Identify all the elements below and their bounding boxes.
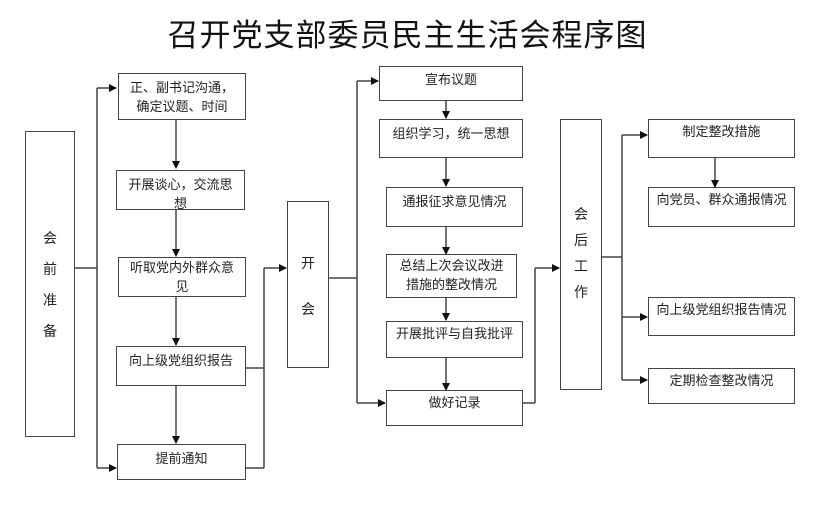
meeting-step-2[interactable]: 组织学习，统一思想 [379, 119, 523, 158]
meeting-step-5-text: 开展批评与自我批评 [395, 327, 513, 342]
meeting-step-3[interactable]: 通报征求意见情况 [386, 187, 523, 227]
after-step-1[interactable]: 制定整改措施 [648, 119, 795, 158]
before-step-5[interactable]: 提前通知 [117, 444, 246, 480]
diagram-title: 召开党支部委员民主生活会程序图 [167, 18, 648, 54]
stage-before-char: 准 [43, 293, 57, 309]
before-step-4[interactable]: 向上级党组织报告 [116, 346, 246, 386]
after-step-4-text: 定期检查整改情况 [669, 374, 774, 389]
stage-after-char: 工 [574, 259, 588, 275]
stage-before-char: 会 [43, 231, 57, 247]
stage-before-char: 备 [43, 324, 57, 340]
before-step-2[interactable]: 开展谈心，交流思想 [116, 170, 245, 212]
stage-meeting-label: 开 会 [288, 250, 328, 325]
stage-meeting-char: 开 [301, 256, 315, 272]
after-step-2[interactable]: 向党员、群众通报情况 [648, 187, 795, 227]
after-step-3-text: 向上级党组织报告情况 [656, 303, 787, 318]
stage-before-label: 会 前 准 备 [26, 224, 74, 348]
before-step-3[interactable]: 听取党内外群众意见 [118, 257, 246, 297]
before-step-1-text: 正、副书记沟通，确定议题、时间 [129, 81, 234, 115]
meeting-step-4-text: 总结上次会议改进措施的整改情况 [399, 259, 504, 293]
meeting-step-6[interactable]: 做好记录 [386, 390, 523, 426]
after-step-3[interactable]: 向上级党组织报告情况 [648, 297, 795, 336]
after-step-4[interactable]: 定期检查整改情况 [648, 368, 795, 404]
before-step-2-text: 开展谈心，交流思想 [128, 178, 233, 212]
stage-after-char: 作 [574, 285, 588, 301]
before-step-5-text: 提前通知 [155, 452, 208, 467]
stage-after-box: 会 后 工 作 [560, 119, 602, 390]
meeting-step-1[interactable]: 宣布议题 [379, 66, 523, 101]
stage-meeting-char: 会 [301, 302, 315, 318]
stage-meeting-box: 开 会 [287, 201, 329, 368]
stage-after-char: 后 [574, 233, 588, 249]
stage-before-box: 会 前 准 备 [25, 131, 75, 437]
stage-after-label: 会 后 工 作 [561, 202, 601, 306]
stage-before-char: 前 [43, 262, 57, 278]
meeting-step-6-text: 做好记录 [428, 396, 481, 411]
meeting-step-5[interactable]: 开展批评与自我批评 [386, 321, 523, 358]
after-step-2-text: 向党员、群众通报情况 [656, 193, 787, 208]
after-step-1-text: 制定整改措施 [682, 125, 761, 140]
meeting-step-4[interactable]: 总结上次会议改进措施的整改情况 [386, 254, 517, 298]
before-step-3-text: 听取党内外群众意见 [129, 261, 234, 295]
stage-after-char: 会 [574, 207, 588, 223]
before-step-4-text: 向上级党组织报告 [128, 354, 233, 369]
meeting-step-2-text: 组织学习，统一思想 [392, 127, 510, 142]
before-step-1[interactable]: 正、副书记沟通，确定议题、时间 [118, 73, 246, 120]
meeting-step-1-text: 宣布议题 [424, 73, 477, 88]
meeting-step-3-text: 通报征求意见情况 [402, 195, 507, 210]
